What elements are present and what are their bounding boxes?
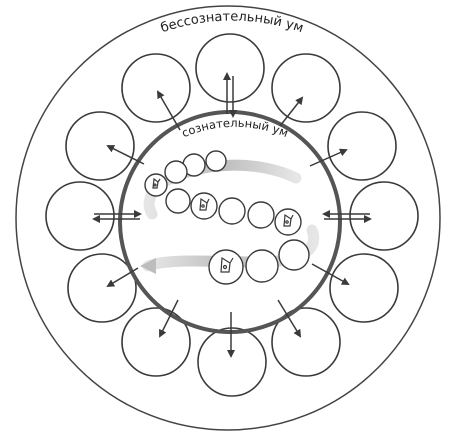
peripheral-circle — [65, 111, 135, 181]
peripheral-circle — [329, 253, 399, 323]
arrow-out — [106, 145, 145, 165]
peripheral-circle — [271, 307, 341, 377]
peripheral-circle — [121, 53, 191, 123]
peripheral-circle — [271, 53, 341, 123]
lock-icon — [199, 197, 210, 211]
thought-bubble — [218, 197, 246, 225]
arrow-out — [159, 299, 179, 338]
thought-bubble — [165, 188, 191, 214]
unconscious-mind-boundary — [15, 5, 441, 431]
thought-bubble — [164, 160, 188, 184]
peripheral-circle — [121, 307, 191, 377]
peripheral-circle — [195, 33, 265, 103]
peripheral-circle — [45, 181, 115, 251]
lock-icon — [283, 213, 294, 227]
arrow-out — [106, 267, 139, 288]
arrow-out — [309, 148, 348, 167]
arrow-out — [277, 299, 302, 338]
lock-icon — [220, 256, 234, 273]
peripheral-circle — [67, 253, 137, 323]
peripheral-circle — [349, 181, 419, 251]
thought-bubble — [245, 249, 279, 283]
peripheral-circle — [327, 111, 397, 181]
arrow-out — [156, 90, 181, 131]
flow-arrowhead — [140, 258, 156, 274]
thought-bubble — [247, 201, 275, 229]
arrow-out — [279, 96, 304, 127]
thought-bubbles — [144, 150, 310, 285]
peripheral-circle — [197, 327, 267, 397]
arrow-out — [311, 263, 350, 285]
lock-icon — [152, 177, 161, 189]
lock-icons — [152, 177, 294, 273]
peripheral-circles — [45, 33, 419, 397]
thought-bubble — [205, 150, 227, 172]
flow-arrows — [92, 72, 372, 358]
thought-bubble — [278, 239, 310, 271]
